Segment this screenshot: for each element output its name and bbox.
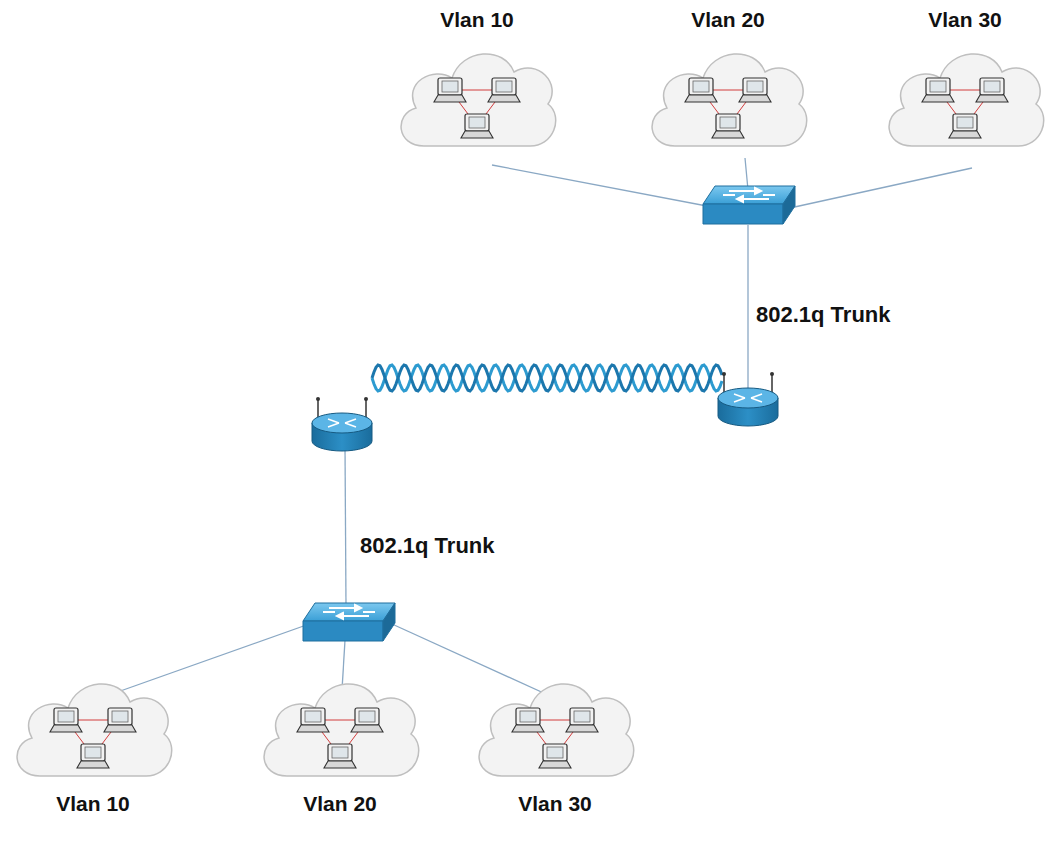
- cloud-shape: [643, 38, 813, 158]
- vlan-cloud: Vlan 30: [470, 668, 640, 818]
- vlan-label: Vlan 30: [880, 8, 1050, 32]
- access-links: [95, 158, 972, 700]
- vlan-cloud: Vlan 20: [255, 668, 425, 818]
- cloud-shape: [8, 668, 178, 788]
- trunk-label: 802.1q Trunk: [754, 302, 893, 328]
- switch-icon: [303, 603, 395, 641]
- vlan-cloud: Vlan 10: [8, 668, 178, 818]
- cloud-shape: [392, 38, 562, 158]
- cloud-shape: [255, 668, 425, 788]
- cloud-shape: [880, 38, 1050, 158]
- wireless-router-icon: [718, 372, 778, 426]
- wireless-router-icon: [312, 397, 372, 451]
- vlan-cloud: Vlan 30: [880, 8, 1050, 158]
- vlan-label: Vlan 20: [255, 792, 425, 816]
- switch-icon: [703, 186, 795, 224]
- vlan-label: Vlan 20: [643, 8, 813, 32]
- vlan-cloud: Vlan 10: [392, 8, 562, 158]
- vlan-label: Vlan 30: [470, 792, 640, 816]
- trunk-label: 802.1q Trunk: [358, 533, 497, 559]
- vlan-label: Vlan 10: [392, 8, 562, 32]
- wireless-link: [372, 365, 722, 391]
- vlan-label: Vlan 10: [8, 792, 178, 816]
- vlan-cloud: Vlan 20: [643, 8, 813, 158]
- cloud-shape: [470, 668, 640, 788]
